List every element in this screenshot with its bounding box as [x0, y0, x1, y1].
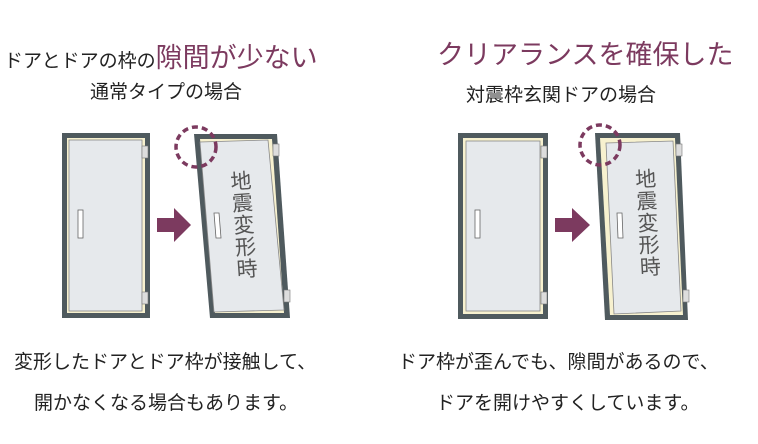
clearance-highlight-circle	[578, 123, 622, 167]
arrow-icon	[157, 208, 191, 242]
right-normal-door	[458, 133, 548, 319]
right-door-label: 地震変形時	[632, 167, 662, 279]
left-title-prefix: ドアとドアの枠の	[4, 50, 156, 72]
left-normal-door	[62, 133, 150, 318]
left-caption-line1: 変形したドアとドア枠が接触して、	[14, 351, 317, 373]
right-caption-line2: ドアを開けやすくしています。	[436, 392, 700, 414]
left-caption-line2: 開かなくなる場合もあります。	[34, 392, 299, 414]
left-title-emphasis: 隙間が少ない	[155, 43, 318, 74]
left-title: ドアとドアの枠の隙間が少ない	[4, 36, 318, 75]
right-caption-line1: ドア枠が歪んでも、隙間があるので、	[398, 351, 719, 373]
left-deformed-door	[194, 134, 291, 318]
right-title: クリアランスを確保した	[437, 40, 734, 71]
contact-highlight-circle	[174, 125, 218, 169]
right-deformed-door	[595, 133, 690, 320]
arrow-icon	[555, 208, 590, 242]
right-subtitle: 対震枠玄関ドアの場合	[466, 84, 657, 106]
left-subtitle: 通常タイプの場合	[90, 81, 243, 103]
